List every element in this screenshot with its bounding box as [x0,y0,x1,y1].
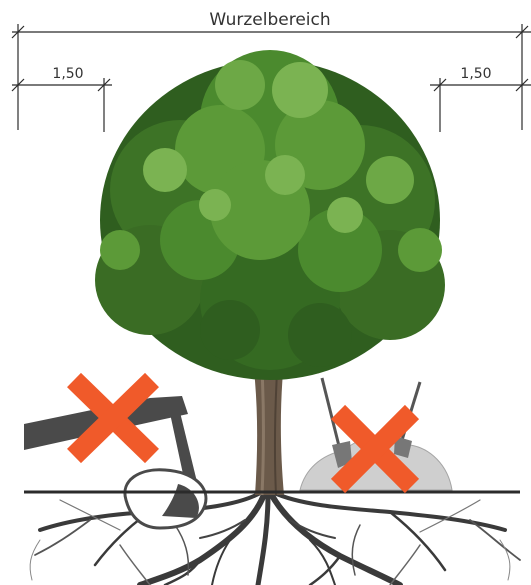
root-system [30,492,520,585]
tree-canopy [95,50,445,380]
right-offset-label: 1,50 [460,66,491,82]
left-offset-label: 1,50 [52,66,83,82]
root-zone-label: Wurzelbereich [209,10,330,30]
